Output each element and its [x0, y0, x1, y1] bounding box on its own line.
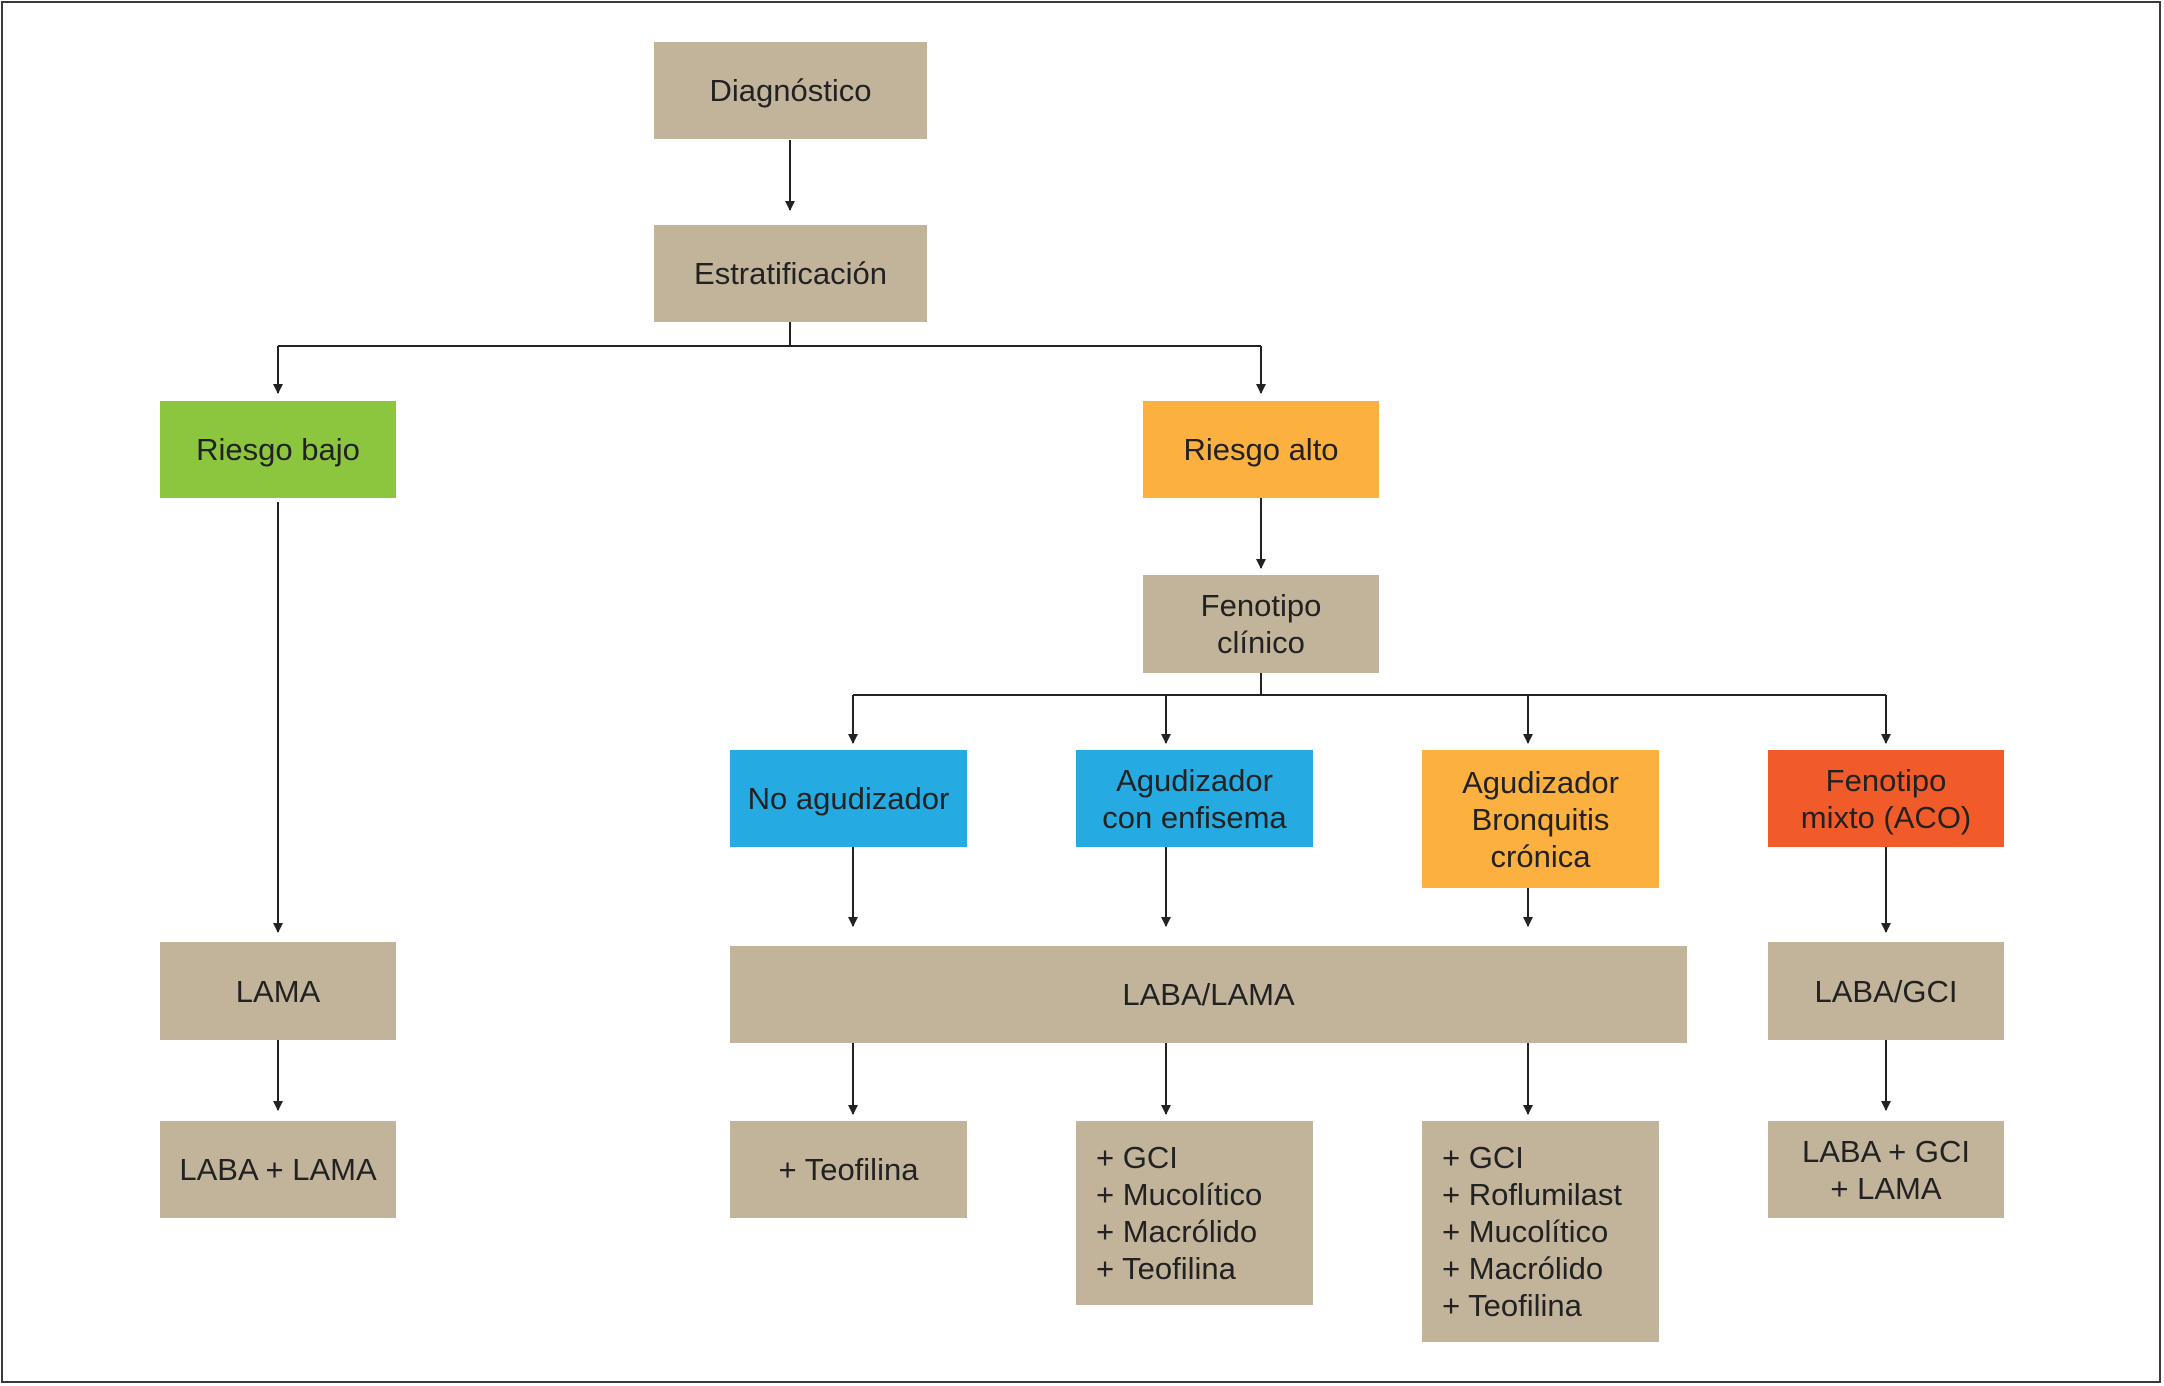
node-bronquitis-treatments: + GCI + Roflumilast + Mucolítico + Macró… [1422, 1121, 1659, 1342]
node-teofilina-label: + Teofilina [778, 1152, 919, 1187]
node-agudizador-bronquitis: Agudizador Bronquitis crónica [1422, 750, 1659, 888]
node-laba-lama-label: LABA/LAMA [1122, 977, 1295, 1012]
node-laba-gci-label: LABA/GCI [1814, 973, 1958, 1009]
node-laba-plus-lama-label: LABA + LAMA [179, 1152, 377, 1187]
node-fenotipo-clinico: Fenotipo clínico [1143, 575, 1379, 673]
node-diagnostico: Diagnóstico [654, 42, 927, 139]
node-fenotipo-mixto: Fenotipo mixto (ACO) [1768, 750, 2004, 847]
node-estratificacion-label: Estratificación [694, 256, 887, 291]
node-fenotipo-clinico-label: Fenotipo clínico [1200, 588, 1322, 660]
node-riesgo-alto-label: Riesgo alto [1183, 432, 1339, 467]
node-enfisema-treatments-label: + GCI + Mucolítico + Macrólido + Teofili… [1096, 1140, 1263, 1286]
node-mixto-treatments: LABA + GCI + LAMA [1768, 1121, 2004, 1218]
node-diagnostico-label: Diagnóstico [709, 73, 872, 108]
node-enfisema-treatments: + GCI + Mucolítico + Macrólido + Teofili… [1076, 1121, 1313, 1305]
node-laba-lama: LABA/LAMA [730, 946, 1687, 1043]
node-lama-label: LAMA [235, 973, 321, 1009]
node-teofilina: + Teofilina [730, 1121, 967, 1218]
node-bronquitis-treatments-label: + GCI + Roflumilast + Mucolítico + Macró… [1442, 1140, 1623, 1323]
node-laba-plus-lama: LABA + LAMA [160, 1121, 396, 1218]
node-riesgo-bajo-label: Riesgo bajo [196, 432, 360, 467]
node-agudizador-enfisema: Agudizador con enfisema [1076, 750, 1313, 847]
node-lama: LAMA [160, 942, 396, 1040]
node-mixto-treatments-label: LABA + GCI + LAMA [1801, 1133, 1970, 1206]
node-riesgo-bajo: Riesgo bajo [160, 401, 396, 498]
node-laba-gci: LABA/GCI [1768, 942, 2004, 1040]
node-agudizador-bronquitis-label: Agudizador Bronquitis crónica [1462, 764, 1619, 874]
node-estratificacion: Estratificación [654, 225, 927, 322]
node-riesgo-alto: Riesgo alto [1143, 401, 1379, 498]
node-no-agudizador-label: No agudizador [747, 781, 950, 816]
node-fenotipo-mixto-label: Fenotipo mixto (ACO) [1800, 762, 1972, 835]
node-no-agudizador: No agudizador [730, 750, 967, 847]
node-agudizador-enfisema-label: Agudizador con enfisema [1102, 762, 1287, 835]
